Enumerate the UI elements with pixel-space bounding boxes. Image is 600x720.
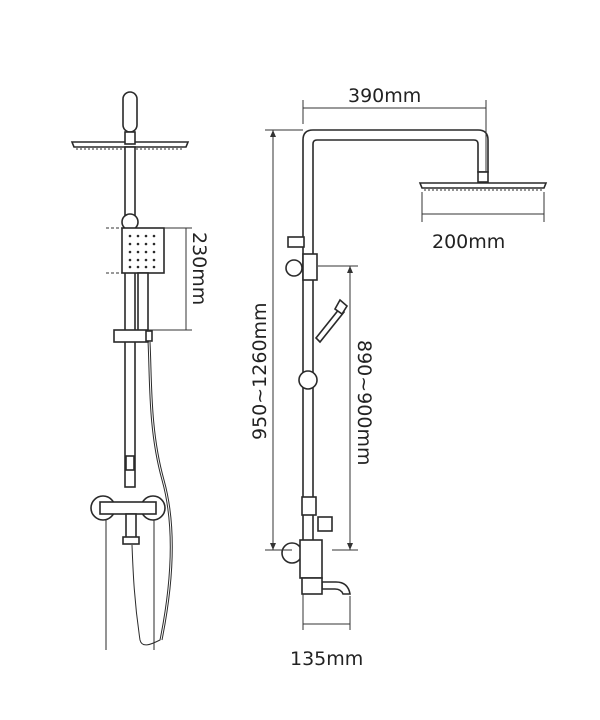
riser-top-cap [122, 91, 138, 133]
head-connector [124, 131, 136, 145]
main-riser-pipe [124, 146, 136, 488]
mixer-body-side [299, 539, 323, 579]
hose-connector [122, 536, 140, 545]
hand-shower-handle [137, 272, 149, 332]
slide-holder-knob [145, 330, 153, 342]
head-diameter-label: 200mm [432, 231, 505, 253]
flexible-hose [131, 340, 171, 646]
arm-width-label: 390mm [348, 85, 421, 107]
inlet-spacing-label: 135mm [290, 648, 363, 670]
holder-knob [285, 259, 303, 277]
mixer-handle [281, 542, 303, 564]
holder-block [302, 253, 318, 281]
overhead-shower-head [418, 182, 548, 189]
diverter-knob [317, 516, 333, 532]
tub-spout [321, 581, 351, 595]
spout-base [301, 577, 323, 595]
riser-with-arm [302, 129, 489, 561]
wall-bracket [287, 236, 305, 248]
lower-fitting [301, 496, 317, 516]
slide-ball [298, 370, 318, 390]
spout-outlet [125, 513, 137, 541]
slide-holder [113, 329, 149, 343]
hand-shower-height-label: 230mm [188, 232, 210, 305]
hand-shower-head [121, 227, 165, 274]
total-height-label: 950~1260mm [249, 302, 271, 440]
arm-connector [477, 171, 489, 183]
side-view: 390mm 200mm 950~1260mm 890~900mm 135mm [249, 85, 548, 670]
mixer-valve-body [99, 501, 157, 515]
diverter-marker [125, 455, 135, 471]
hand-shower-nozzles [128, 234, 156, 269]
front-view: 230mm [70, 91, 210, 650]
slide-range-label: 890~900mm [353, 340, 375, 465]
